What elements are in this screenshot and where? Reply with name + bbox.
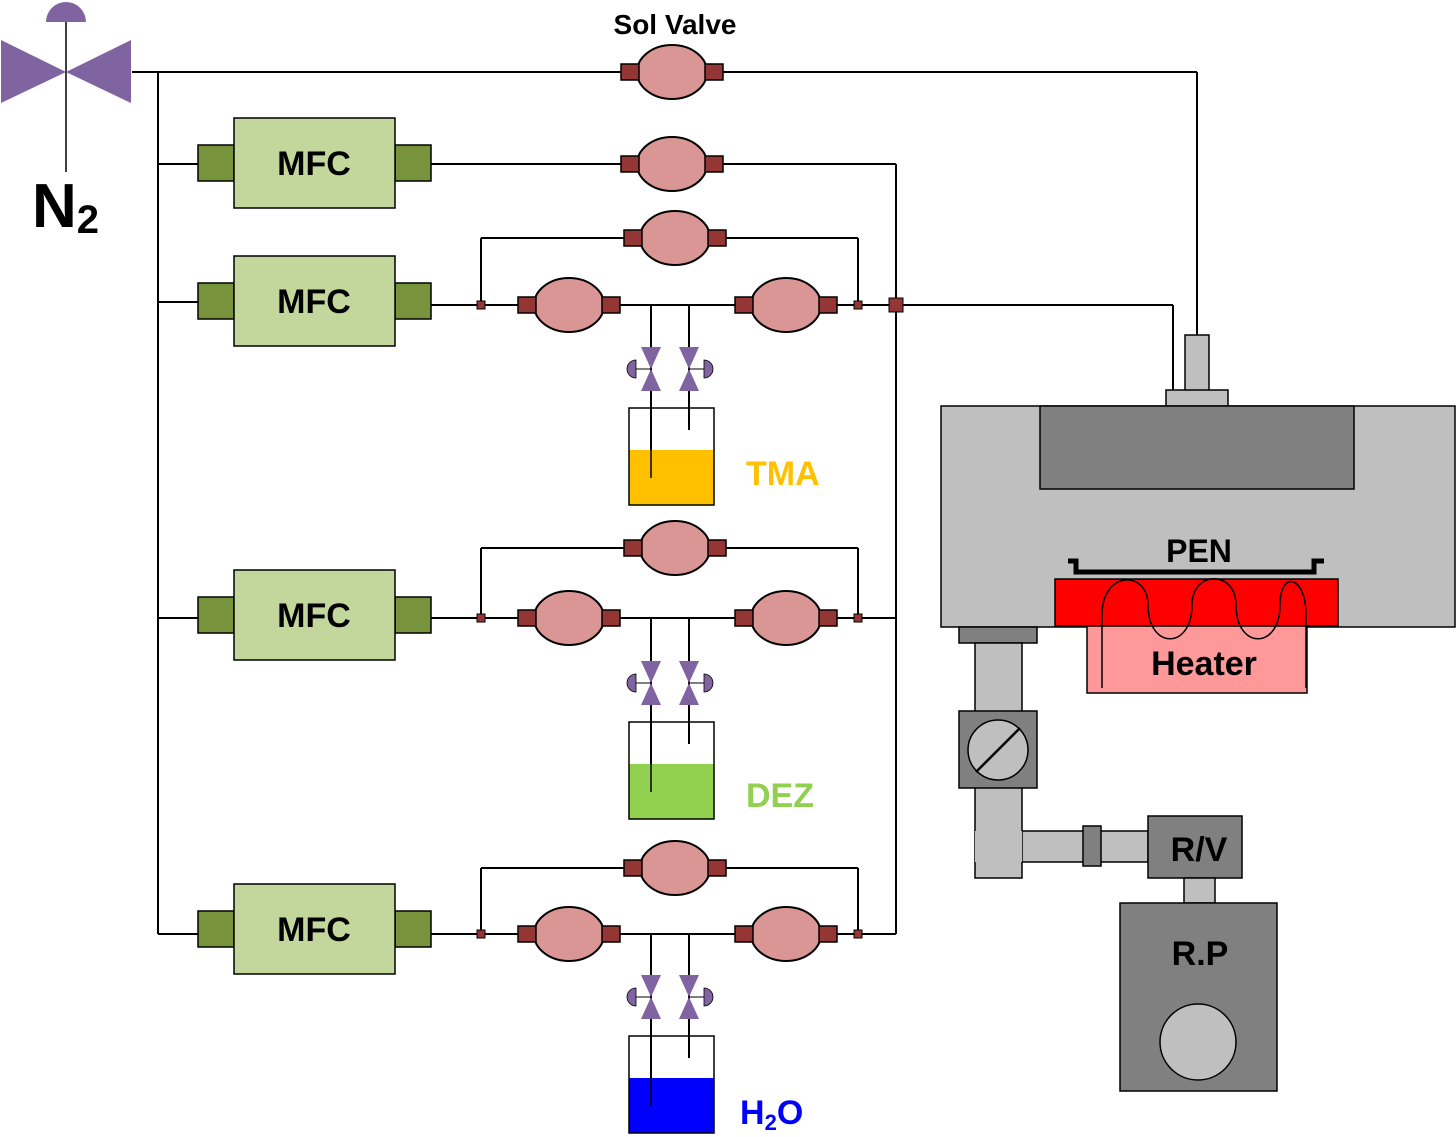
manual-valve-icon[interactable]	[626, 660, 662, 706]
sol-valve-tma-bypass[interactable]	[623, 210, 727, 266]
reaction-chamber	[940, 405, 1456, 628]
mfc-3[interactable]: MFC	[197, 569, 432, 661]
tma-canister	[628, 407, 715, 506]
manual-valve-icon[interactable]	[678, 346, 714, 392]
sol-valve-h2o-out[interactable]	[734, 906, 838, 962]
pen-substrate	[1068, 558, 1324, 575]
sol-valve-tma-in[interactable]	[517, 277, 621, 333]
rotary-pump[interactable]	[1119, 902, 1278, 1092]
heater-label: Heater	[1151, 645, 1257, 683]
manual-valve-icon[interactable]	[678, 974, 714, 1020]
mfc-4[interactable]: MFC	[197, 883, 432, 975]
manual-valves	[626, 346, 714, 1020]
sol-valve-main[interactable]	[620, 44, 724, 100]
mfc-label: MFC	[277, 145, 351, 183]
mfc-label: MFC	[277, 911, 351, 949]
throttle-valve-icon[interactable]	[958, 710, 1038, 789]
n2-supply-valve-icon	[1, 2, 131, 172]
heater	[1054, 578, 1339, 694]
pen-label: PEN	[1166, 533, 1232, 569]
chamber-inlet	[1165, 334, 1229, 408]
h2o-canister	[628, 1035, 715, 1134]
sol-valve-dez-bypass[interactable]	[623, 520, 727, 576]
sol-valve-tma-out[interactable]	[734, 277, 838, 333]
manual-valve-icon[interactable]	[678, 660, 714, 706]
manual-valve-icon[interactable]	[626, 346, 662, 392]
junction-nodes	[476, 297, 904, 939]
manual-valve-icon[interactable]	[626, 974, 662, 1020]
rv-label: R/V	[1171, 831, 1228, 869]
mfc-2[interactable]: MFC	[197, 255, 432, 347]
mfc-label: MFC	[277, 283, 351, 321]
mfc-label: MFC	[277, 597, 351, 635]
roughing-valve[interactable]	[1147, 815, 1243, 904]
dez-label: DEZ	[746, 777, 814, 815]
dez-canister	[628, 721, 715, 820]
sol-valve-dez-out[interactable]	[734, 590, 838, 646]
rp-label: R.P	[1172, 935, 1229, 973]
pump-rotor-icon	[1159, 1003, 1237, 1081]
sol-valve-dez-in[interactable]	[517, 590, 621, 646]
sol-valve-label: Sol Valve	[614, 9, 737, 40]
sol-valve-h2o-in[interactable]	[517, 906, 621, 962]
tma-label: TMA	[746, 455, 820, 493]
n2-label: N2	[32, 172, 99, 242]
h2o-label: H2O	[740, 1094, 803, 1135]
sol-valve-h2o-bypass[interactable]	[623, 840, 727, 896]
mfc-1[interactable]: MFC	[197, 117, 432, 209]
sol-valve-purge[interactable]	[620, 136, 724, 192]
